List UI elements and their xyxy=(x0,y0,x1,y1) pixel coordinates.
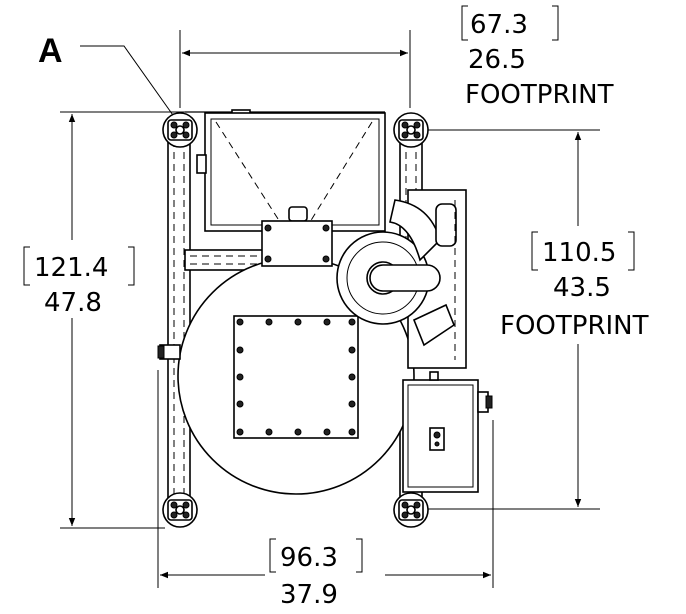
foot-top-right xyxy=(393,112,429,148)
foot-bottom-left xyxy=(162,492,198,528)
foot-top-left xyxy=(162,112,198,148)
top-width-note: FOOTPRINT xyxy=(465,80,614,110)
top-width-dimension: 67.3 26.5 FOOTPRINT xyxy=(179,5,614,110)
control-switch xyxy=(429,427,445,451)
right-height-note: FOOTPRINT xyxy=(500,311,649,341)
control-box xyxy=(402,371,493,493)
bracket-left xyxy=(269,538,276,573)
motor-assembly xyxy=(336,189,467,369)
bracket-right xyxy=(128,246,135,286)
bracket-right xyxy=(552,5,559,41)
inspection-hatch xyxy=(233,315,359,439)
control-box-body xyxy=(402,379,479,493)
left-rail xyxy=(167,134,191,506)
callout-a-leader xyxy=(80,45,176,119)
hopper-handle xyxy=(288,206,308,222)
hatch-bolts xyxy=(236,318,356,436)
bracket-left xyxy=(23,246,30,286)
top-width-value: 26.5 xyxy=(468,45,526,75)
hopper xyxy=(196,112,386,232)
left-height-dimension: 121.4 47.8 xyxy=(22,111,230,529)
drum xyxy=(157,220,415,495)
bottom-width-bracket-value: 96.3 xyxy=(280,543,338,573)
right-height-bracket-value: 110.5 xyxy=(542,238,616,268)
right-height-dimension: 110.5 43.5 FOOTPRINT xyxy=(425,129,668,510)
foot-bottom-right xyxy=(393,492,429,528)
bottom-width-dimension: 96.3 37.9 xyxy=(157,370,494,610)
left-height-value: 47.8 xyxy=(44,288,102,318)
callout-a: A xyxy=(38,32,176,119)
bottom-width-value: 37.9 xyxy=(280,580,338,610)
outlet-pipe xyxy=(369,264,441,292)
bracket-right xyxy=(356,538,363,573)
right-height-value: 43.5 xyxy=(553,273,611,303)
top-width-bracket-value: 67.3 xyxy=(470,10,528,40)
leveling-feet xyxy=(162,112,429,528)
bracket-left xyxy=(461,5,468,41)
left-height-bracket-value: 121.4 xyxy=(34,253,108,283)
bracket-left xyxy=(531,231,538,271)
drum-inlet-flange xyxy=(261,220,333,267)
callout-a-label: A xyxy=(38,32,63,70)
hopper-latch xyxy=(196,154,207,174)
coupling xyxy=(412,303,455,347)
bracket-right xyxy=(628,231,635,271)
volute xyxy=(389,199,441,262)
